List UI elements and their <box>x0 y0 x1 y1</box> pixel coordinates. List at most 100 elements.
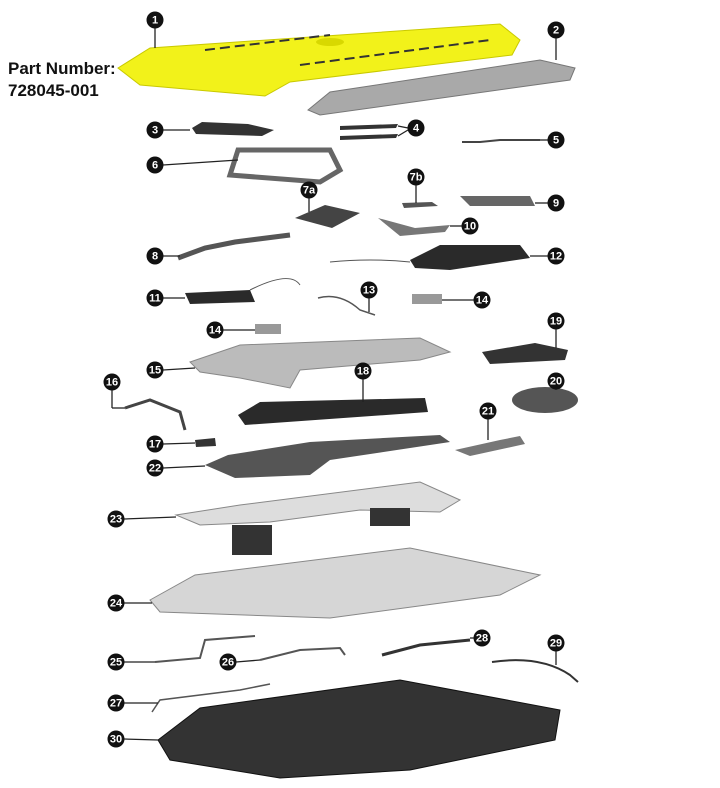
callout-number: 8 <box>152 251 158 263</box>
callout-26: 25 <box>107 653 125 671</box>
callout-13: 13 <box>360 281 378 299</box>
part-number-heading: Part Number: <box>8 59 116 78</box>
callout-22: 21 <box>479 402 497 420</box>
callout-5: 6 <box>146 156 164 174</box>
callout-number: 7b <box>410 172 423 184</box>
callout-14: 14 <box>473 291 491 309</box>
callout-number: 16 <box>106 377 118 389</box>
callout-circle <box>107 730 125 748</box>
callout-number: 28 <box>476 633 488 645</box>
callout-circle <box>146 289 164 307</box>
part-9 <box>460 196 535 206</box>
callout-11: 11 <box>146 289 164 307</box>
callout-0: 1 <box>146 11 164 29</box>
callout-28: 27 <box>107 694 125 712</box>
callout-number: 3 <box>152 125 158 137</box>
callout-25: 24 <box>107 594 125 612</box>
callout-circle <box>547 634 565 652</box>
callout-number: 20 <box>550 376 562 388</box>
parts <box>117 23 579 779</box>
callout-number: 17 <box>149 439 161 451</box>
part-number-label: Part Number: 728045-001 <box>8 58 116 102</box>
part-21 <box>455 436 525 456</box>
part-23 <box>174 481 462 526</box>
part-number-value: 728045-001 <box>8 81 99 100</box>
part-18 <box>238 398 428 425</box>
callout-20: 19 <box>547 312 565 330</box>
callout-circle <box>547 312 565 330</box>
callout-number: 23 <box>110 514 122 526</box>
callout-circle <box>547 194 565 212</box>
callout-circle <box>407 168 425 186</box>
part-30-bottom-base <box>157 679 561 779</box>
callout-circle <box>107 594 125 612</box>
callout-circle <box>103 373 121 391</box>
callout-number: 27 <box>110 698 122 710</box>
part-17 <box>195 438 216 447</box>
callout-4: 5 <box>547 131 565 149</box>
part-4b <box>340 134 398 140</box>
callout-23: 22 <box>146 459 164 477</box>
part-12 <box>410 245 530 270</box>
callout-number: 11 <box>149 293 161 305</box>
part-2-hinge-cover[interactable] <box>307 59 576 116</box>
callout-number: 6 <box>152 160 158 172</box>
callout-number: 7a <box>303 185 316 197</box>
callout-circle <box>146 459 164 477</box>
callout-circle <box>146 361 164 379</box>
callout-circle <box>107 653 125 671</box>
callout-30: 29 <box>547 634 565 652</box>
part-7b <box>402 202 438 208</box>
callout-number: 1 <box>152 15 158 27</box>
callout-12: 12 <box>547 247 565 265</box>
callout-number: 22 <box>149 463 161 475</box>
callout-circle <box>547 372 565 390</box>
part-7a <box>295 205 360 228</box>
callout-circle <box>360 281 378 299</box>
callout-number: 2 <box>553 25 559 37</box>
callout-circle <box>473 291 491 309</box>
callout-circle <box>146 11 164 29</box>
callout-2: 3 <box>146 121 164 139</box>
part-27 <box>151 683 271 713</box>
callout-3: 4 <box>407 119 425 137</box>
part-15 <box>189 337 452 389</box>
leader-lines <box>111 28 557 741</box>
callout-number: 14 <box>209 325 222 337</box>
part-28 <box>381 638 471 657</box>
callout-number: 9 <box>553 198 559 210</box>
callout-circle <box>146 435 164 453</box>
part-8 <box>177 232 291 261</box>
callout-9: 9 <box>547 194 565 212</box>
callout-number: 26 <box>222 657 234 669</box>
callout-8: 8 <box>146 247 164 265</box>
callout-number: 13 <box>363 285 375 297</box>
part-1-top-cover-highlighted[interactable] <box>117 23 521 97</box>
part-20 <box>512 387 578 413</box>
callout-number: 18 <box>357 366 369 378</box>
callout-number: 29 <box>550 638 562 650</box>
callout-number: 21 <box>482 406 494 418</box>
callout-24: 23 <box>107 510 125 528</box>
callout-15: 14 <box>206 321 224 339</box>
part-26 <box>259 646 346 661</box>
callout-7: 7b <box>407 168 425 186</box>
callout-circle <box>206 321 224 339</box>
callout-circle <box>407 119 425 137</box>
callout-18: 17 <box>146 435 164 453</box>
part-22 <box>205 435 450 478</box>
callout-number: 19 <box>550 316 562 328</box>
callout-10: 10 <box>461 217 479 235</box>
callout-number: 15 <box>149 365 161 377</box>
callout-number: 5 <box>553 135 559 147</box>
callout-29: 28 <box>473 629 491 647</box>
callout-circle <box>473 629 491 647</box>
part-16 <box>124 398 187 431</box>
part-5 <box>462 139 540 143</box>
callout-circle <box>146 121 164 139</box>
callout-circle <box>107 694 125 712</box>
callout-16: 15 <box>146 361 164 379</box>
callout-circle <box>300 181 318 199</box>
callout-circle <box>107 510 125 528</box>
